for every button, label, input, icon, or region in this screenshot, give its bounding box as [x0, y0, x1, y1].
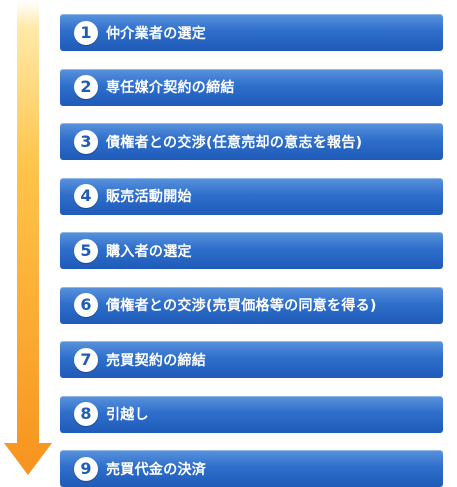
step-5: 5 購入者の選定 [60, 232, 443, 269]
flow-steps: 1 仲介業者の選定 2 専任媒介契約の締結 3 債権者との交渉(任意売却の意志を… [60, 14, 443, 487]
step-number-badge: 3 [74, 129, 98, 154]
step-label: 債権者との交渉(任意売却の意志を報告) [106, 134, 363, 151]
step-label: 販売活動開始 [106, 189, 192, 205]
step-2: 2 専任媒介契約の締結 [60, 68, 443, 106]
step-3: 3 債権者との交渉(任意売却の意志を報告) [60, 123, 443, 160]
step-number-badge: 2 [74, 75, 98, 99]
step-label: 売買契約の締結 [106, 352, 207, 369]
step-number-badge: 7 [74, 347, 98, 372]
step-label: 専任媒介契約の締結 [106, 80, 235, 96]
step-6: 6 債権者との交渉(売買価格等の同意を得る) [60, 286, 443, 324]
step-label: 売買代金の決済 [106, 461, 207, 478]
step-number-badge: 5 [74, 238, 98, 263]
step-7: 7 売買契約の締結 [60, 341, 443, 378]
step-number-badge: 9 [74, 456, 98, 481]
step-number-badge: 4 [74, 184, 98, 208]
step-label: 仲介業者の選定 [106, 25, 207, 42]
step-number-badge: 1 [74, 20, 98, 45]
step-8: 8 引越し [60, 395, 443, 433]
step-label: 債権者との交渉(売買価格等の同意を得る) [106, 298, 377, 314]
step-1: 1 仲介業者の選定 [60, 14, 443, 51]
step-number-badge: 6 [74, 293, 98, 317]
step-4: 4 販売活動開始 [60, 177, 443, 215]
step-9: 9 売買代金の決済 [60, 450, 443, 487]
step-label: 引越し [106, 407, 149, 423]
step-label: 購入者の選定 [106, 243, 192, 260]
step-number-badge: 8 [74, 402, 98, 426]
down-arrow-icon [4, 0, 52, 475]
